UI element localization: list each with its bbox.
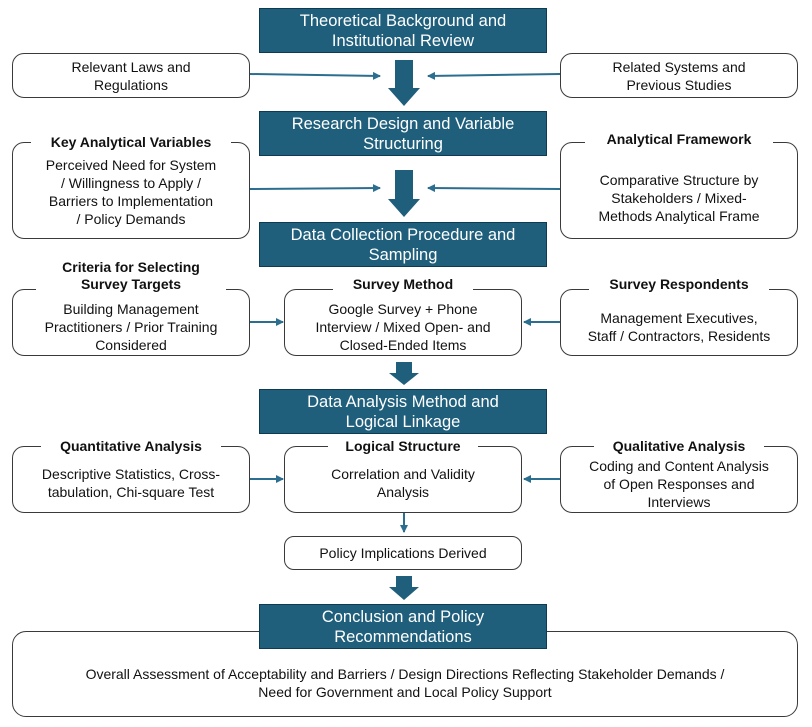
connector-row1-right (427, 71, 561, 80)
step-data-analysis: Data Analysis Method and Logical Linkage (259, 389, 547, 434)
box-logical-structure: Correlation and Validity Analysis (284, 446, 522, 513)
label-selection-criteria: Criteria for Selecting Survey Targets (36, 259, 226, 293)
box-related-systems: Related Systems and Previous Studies (560, 53, 798, 98)
step-theoretical-background: Theoretical Background and Institutional… (259, 8, 547, 53)
label-survey-respondents: Survey Respondents (589, 276, 769, 293)
step-conclusion: Conclusion and Policy Recommendations (259, 604, 547, 649)
box-selection-criteria: Building Management Practitioners / Prio… (12, 289, 250, 356)
box-analytical-framework: Comparative Structure by Stakeholders / … (560, 142, 798, 239)
step-research-design: Research Design and Variable Structuring (259, 111, 547, 156)
box-qualitative: Coding and Content Analysis of Open Resp… (560, 446, 798, 513)
box-key-variables: Perceived Need for System / Willingness … (12, 142, 250, 239)
down-arrow-3 (389, 362, 419, 385)
connector-row2-right (427, 184, 561, 193)
label-key-variables: Key Analytical Variables (31, 134, 231, 151)
label-analytical-framework: Analytical Framework (585, 131, 773, 148)
box-survey-respondents: Management Executives, Staff / Contracto… (560, 289, 798, 356)
label-quantitative: Quantitative Analysis (41, 438, 221, 455)
label-qualitative: Qualitative Analysis (594, 438, 764, 455)
connector-row1-left (249, 71, 381, 80)
down-arrow-1 (388, 60, 420, 106)
connector-row2-left (249, 184, 381, 193)
box-relevant-laws: Relevant Laws and Regulations (12, 53, 250, 98)
box-survey-method: Google Survey + Phone Interview / Mixed … (284, 289, 522, 356)
down-arrow-2 (388, 170, 420, 217)
down-arrow-4 (389, 576, 419, 600)
step-data-collection: Data Collection Procedure and Sampling (259, 222, 547, 267)
label-logical-structure: Logical Structure (328, 438, 478, 455)
label-survey-method: Survey Method (333, 276, 473, 293)
box-policy-implications: Policy Implications Derived (284, 536, 522, 570)
box-quantitative: Descriptive Statistics, Cross- tabulatio… (12, 446, 250, 513)
